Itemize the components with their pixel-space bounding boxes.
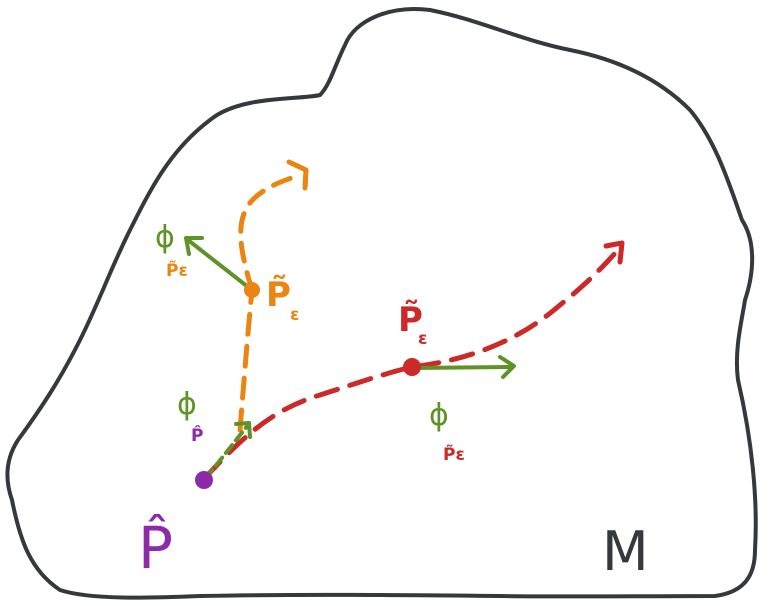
- green-arrowhead-orange: [184, 236, 204, 256]
- orange-curve-upper: [238, 172, 303, 293]
- point-p-eps-orange: [244, 282, 260, 298]
- label-p-hat: P̂: [138, 513, 173, 582]
- green-vector-orange: [186, 238, 250, 289]
- green-vector-red: [411, 365, 514, 370]
- label-p-eps-orange: P̃: [266, 275, 291, 315]
- orange-curve-lower: [237, 287, 255, 433]
- label-phi-orange-sub: P̃ε: [166, 260, 188, 281]
- red-curve: [202, 247, 621, 481]
- label-phi-red: ϕ: [429, 398, 449, 433]
- green-vector-p-hat: [204, 423, 250, 480]
- label-p-eps-red-sub: ε: [418, 329, 427, 349]
- label-p-eps-orange-sub: ε: [290, 305, 299, 325]
- label-manifold: M: [602, 520, 649, 583]
- label-phi-purple-sub: P̂: [191, 425, 203, 446]
- label-phi-red-sub: P̃ε: [443, 444, 465, 465]
- label-phi-orange: ϕ: [155, 220, 175, 255]
- manifold-boundary: [5, 7, 758, 600]
- label-p-eps-red: P̃: [398, 300, 423, 340]
- green-arrowhead-p-hat: [234, 421, 252, 439]
- point-p-eps-red: [403, 358, 421, 376]
- green-arrowhead-red: [498, 355, 516, 379]
- red-arrowhead: [603, 240, 625, 265]
- point-p-hat: [195, 471, 213, 489]
- label-phi-purple: ϕ: [177, 387, 197, 422]
- orange-arrowhead: [286, 159, 309, 191]
